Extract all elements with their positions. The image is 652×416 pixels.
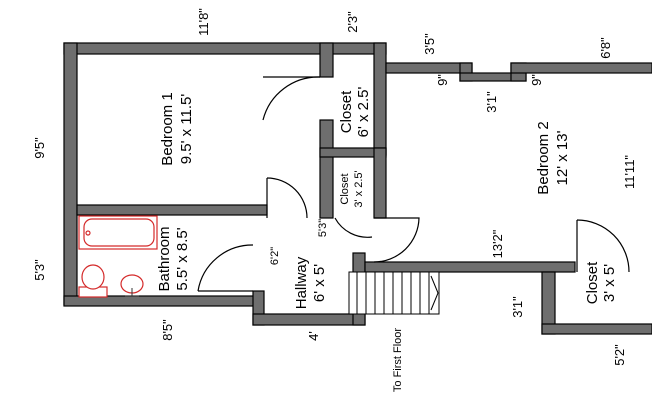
walls — [63, 42, 652, 335]
wall-bedroom2-bottom — [364, 261, 576, 273]
room-label-closet-small-name: Closet — [339, 173, 351, 204]
dimension-label: 6'2" — [269, 247, 281, 265]
door-small-closet-swing — [334, 217, 373, 238]
dimension-label: 2'3" — [345, 11, 360, 33]
door-right-closet-swing — [576, 219, 630, 273]
wall-closet-right — [373, 42, 387, 156]
stairs-note: To First Floor — [392, 328, 404, 393]
dimension-label: 5'2" — [612, 344, 627, 366]
room-labels: Bedroom 1 9.5' x 11.5' Closet 6' x 2.5' … — [156, 86, 618, 309]
stair-arrow — [430, 292, 439, 311]
stairs — [348, 271, 440, 315]
room-label-closet-small-size: 3' x 2.5' — [353, 170, 365, 207]
dimension-label: 3'1" — [484, 91, 499, 113]
room-label-closet-right-name: Closet — [584, 261, 601, 304]
door-bedroom2-swing — [373, 217, 420, 263]
bathtub-inner — [83, 218, 155, 247]
room-label-bedroom2-size: 12' x 13' — [554, 130, 571, 185]
room-label-bedroom1-name: Bedroom 1 — [159, 92, 176, 165]
wall-bedroom1-top — [63, 42, 387, 55]
dimension-label: 9'5" — [32, 137, 47, 159]
door-closet-top-swing — [262, 76, 321, 121]
dimension-label: 4' — [306, 331, 321, 341]
dimension-label: 9" — [529, 74, 544, 86]
doors — [197, 76, 630, 292]
room-label-closet-top-name: Closet — [338, 90, 355, 133]
dimension-label: 3'5" — [422, 33, 437, 55]
room-label-bathroom-size: 5.5' x 8.5' — [174, 227, 191, 290]
room-label-closet-top-size: 6' x 2.5' — [355, 86, 372, 137]
room-label-closet-right-size: 3' x 5' — [601, 264, 618, 302]
room-label-bathroom-name: Bathroom — [156, 226, 173, 291]
dimension-label: 13'2" — [490, 229, 505, 258]
door-bathroom-swing — [197, 244, 254, 292]
toilet-bowl — [81, 264, 105, 290]
room-label-hallway-size: 6' x 5' — [311, 264, 328, 302]
wall-bathroom-top — [76, 204, 268, 216]
wall-bedroom2-top-d — [510, 62, 652, 74]
wall-bedroom1-closet-mid — [319, 119, 334, 219]
dimension-label: 3'1" — [510, 296, 525, 318]
dimension-label: 6'8" — [598, 37, 613, 59]
wall-bottom-right — [541, 323, 652, 335]
bathtub-drain — [85, 230, 91, 236]
door-bedroom1-swing — [266, 177, 308, 219]
stair-arrow — [430, 275, 439, 294]
dimension-label: 5'3" — [32, 259, 47, 281]
wall-bedroom2-top-a — [385, 62, 473, 74]
room-label-hallway-name: Hallway — [293, 256, 310, 309]
dimension-label: 11'11" — [622, 155, 637, 189]
wall-small-closet-right — [373, 147, 387, 219]
wall-left-exterior — [63, 42, 78, 306]
room-label-bedroom1-size: 9.5' x 11.5' — [178, 94, 195, 165]
dimension-label: 8'5" — [160, 319, 175, 341]
stair-outline — [348, 271, 440, 315]
dimension-label: 11'8" — [196, 8, 211, 36]
dimension-labels: 11'8" 2'3" 3'5" 6'8" 9" 9" 3'1" 9'5" 11'… — [32, 8, 637, 366]
bathroom-fixtures — [78, 215, 158, 298]
room-label-bedroom2-name: Bedroom 2 — [535, 121, 552, 194]
wall-hallway-bottom — [252, 313, 366, 326]
dimension-label: 5'3" — [317, 219, 329, 237]
dimension-label: 9" — [435, 74, 450, 86]
wall-bedroom1-closet-top — [319, 42, 334, 78]
